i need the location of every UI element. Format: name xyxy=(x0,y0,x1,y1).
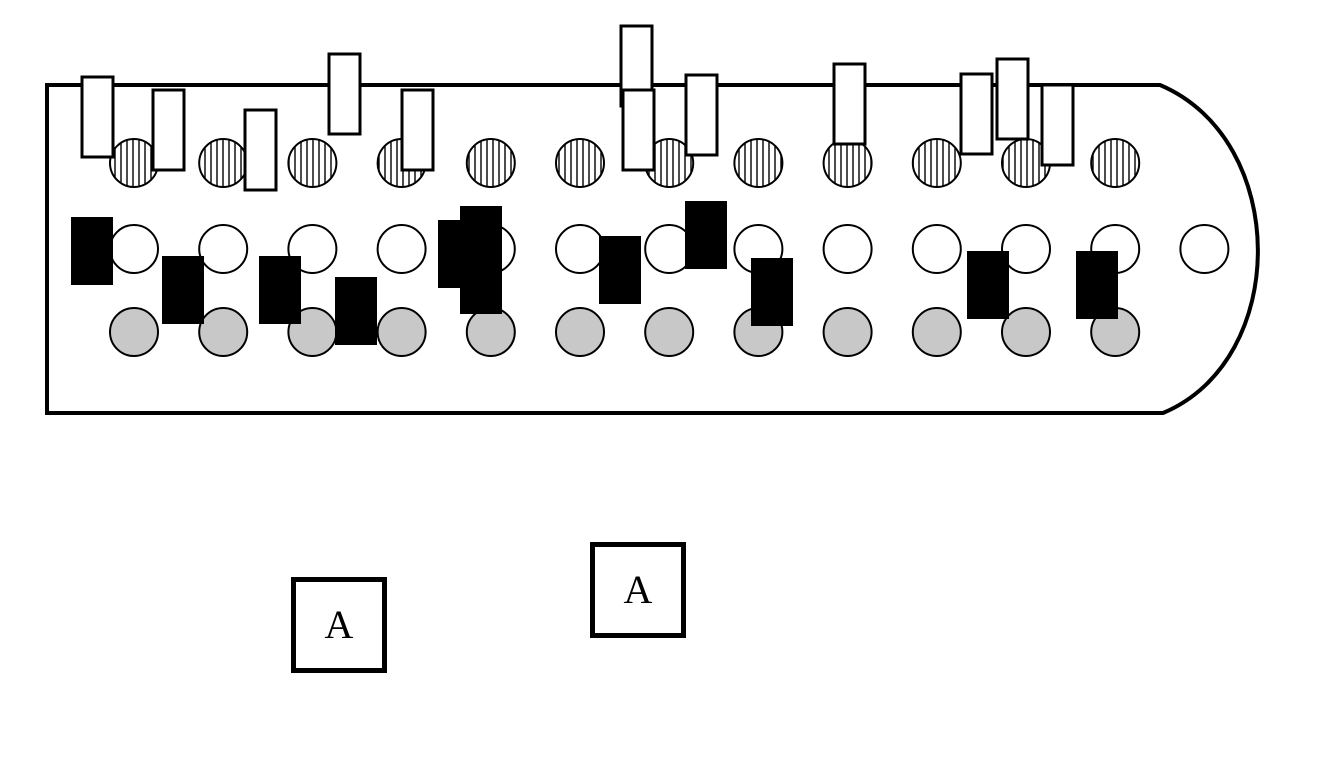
bottom-row-pin xyxy=(109,307,159,357)
top-row-pin xyxy=(287,138,338,188)
middle-row-pin xyxy=(198,224,249,274)
label-box-a-right: A xyxy=(590,542,686,638)
white-marker xyxy=(959,72,994,156)
label-box-a-left: A xyxy=(291,577,387,673)
middle-row-pin xyxy=(822,224,873,274)
top-row-pin xyxy=(911,138,962,188)
white-marker xyxy=(327,52,362,136)
black-marker xyxy=(685,201,727,269)
black-marker xyxy=(335,277,377,345)
middle-row-pin xyxy=(555,224,605,274)
top-row-pin xyxy=(1090,138,1141,188)
black-marker xyxy=(967,251,1009,319)
bottom-row-pin xyxy=(644,307,695,357)
black-marker xyxy=(460,246,502,314)
middle-row-pin xyxy=(1001,224,1051,274)
black-marker xyxy=(259,256,301,324)
top-row-pin xyxy=(198,138,249,188)
middle-row-pin xyxy=(109,224,159,274)
white-marker xyxy=(684,73,719,157)
black-marker xyxy=(599,236,641,304)
black-marker xyxy=(71,217,113,285)
label-a-text: A xyxy=(623,567,653,612)
black-marker xyxy=(162,256,204,324)
white-marker xyxy=(400,88,435,172)
white-marker xyxy=(621,88,656,172)
black-marker xyxy=(1076,251,1118,319)
white-marker xyxy=(1040,83,1075,167)
bottom-row-pin xyxy=(911,307,962,357)
white-marker xyxy=(80,75,115,159)
white-marker xyxy=(151,88,186,172)
bottom-row-pin xyxy=(555,307,605,357)
bottom-row-pin xyxy=(198,307,249,357)
white-marker xyxy=(995,57,1030,141)
top-row-pin xyxy=(822,138,873,188)
middle-row-pin xyxy=(376,224,427,274)
markers-layer xyxy=(71,24,1118,345)
white-marker xyxy=(243,108,278,192)
top-row-pin xyxy=(109,138,159,188)
middle-row-pin xyxy=(1179,224,1230,274)
black-marker xyxy=(751,258,793,326)
top-row-pin xyxy=(555,138,605,188)
bottom-row-pin xyxy=(822,307,873,357)
bottom-row-pin xyxy=(465,307,516,357)
middle-row-pin xyxy=(911,224,962,274)
top-row-pin xyxy=(465,138,516,188)
bottom-row-pin xyxy=(1001,307,1051,357)
bottom-row-pin xyxy=(376,307,427,357)
white-marker xyxy=(832,62,867,146)
top-row-pin xyxy=(733,138,784,188)
label-a-text: A xyxy=(324,602,354,647)
